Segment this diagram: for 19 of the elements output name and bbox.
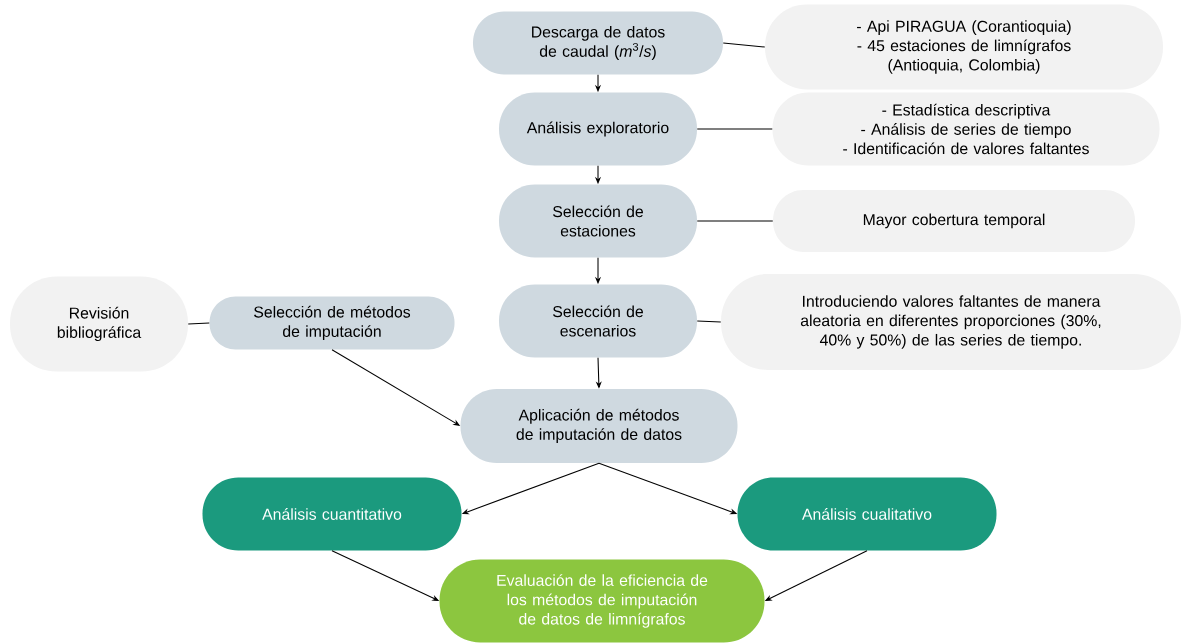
connector-line <box>696 320 722 323</box>
connector-line <box>722 42 766 48</box>
result-box: Evaluación de la eficiencia de los métodos de imputación de datos de limnígrafos <box>439 559 765 643</box>
note-box: Introduciendo valores faltantes de manera aleatoria en diferentes proporciones (30%, 40% y 50%) de las series de tiempo. <box>721 274 1181 370</box>
process-box: Selección de métodos de imputación <box>209 296 455 350</box>
process-box: Descarga de datos de caudal (m$^{3}$/s) <box>473 11 723 75</box>
note-box: Revisión bibliográfica <box>10 276 188 372</box>
process-box: Aplicación de métodos de imputación de datos <box>460 389 738 463</box>
process-box: Selección de estaciones <box>499 184 697 258</box>
note-box: - Api PIRAGUA (Corantioquia) - 45 estaciones de limnígrafos (Antioquia, Colombia) <box>765 4 1163 90</box>
process-box: Análisis exploratorio <box>499 92 697 166</box>
analysis-box: Análisis cuantitativo <box>202 477 462 551</box>
analysis-box: Análisis cualitativo <box>737 477 997 551</box>
connector-line <box>696 128 773 130</box>
connector-line <box>696 220 774 222</box>
connector-line <box>187 322 210 325</box>
note-box: Mayor cobertura temporal <box>773 190 1135 252</box>
process-box: Selección de escenarios <box>499 284 697 358</box>
note-box: - Estadística descriptiva - Análisis de series de tiempo - Identificación de valores faltantes <box>772 92 1160 166</box>
